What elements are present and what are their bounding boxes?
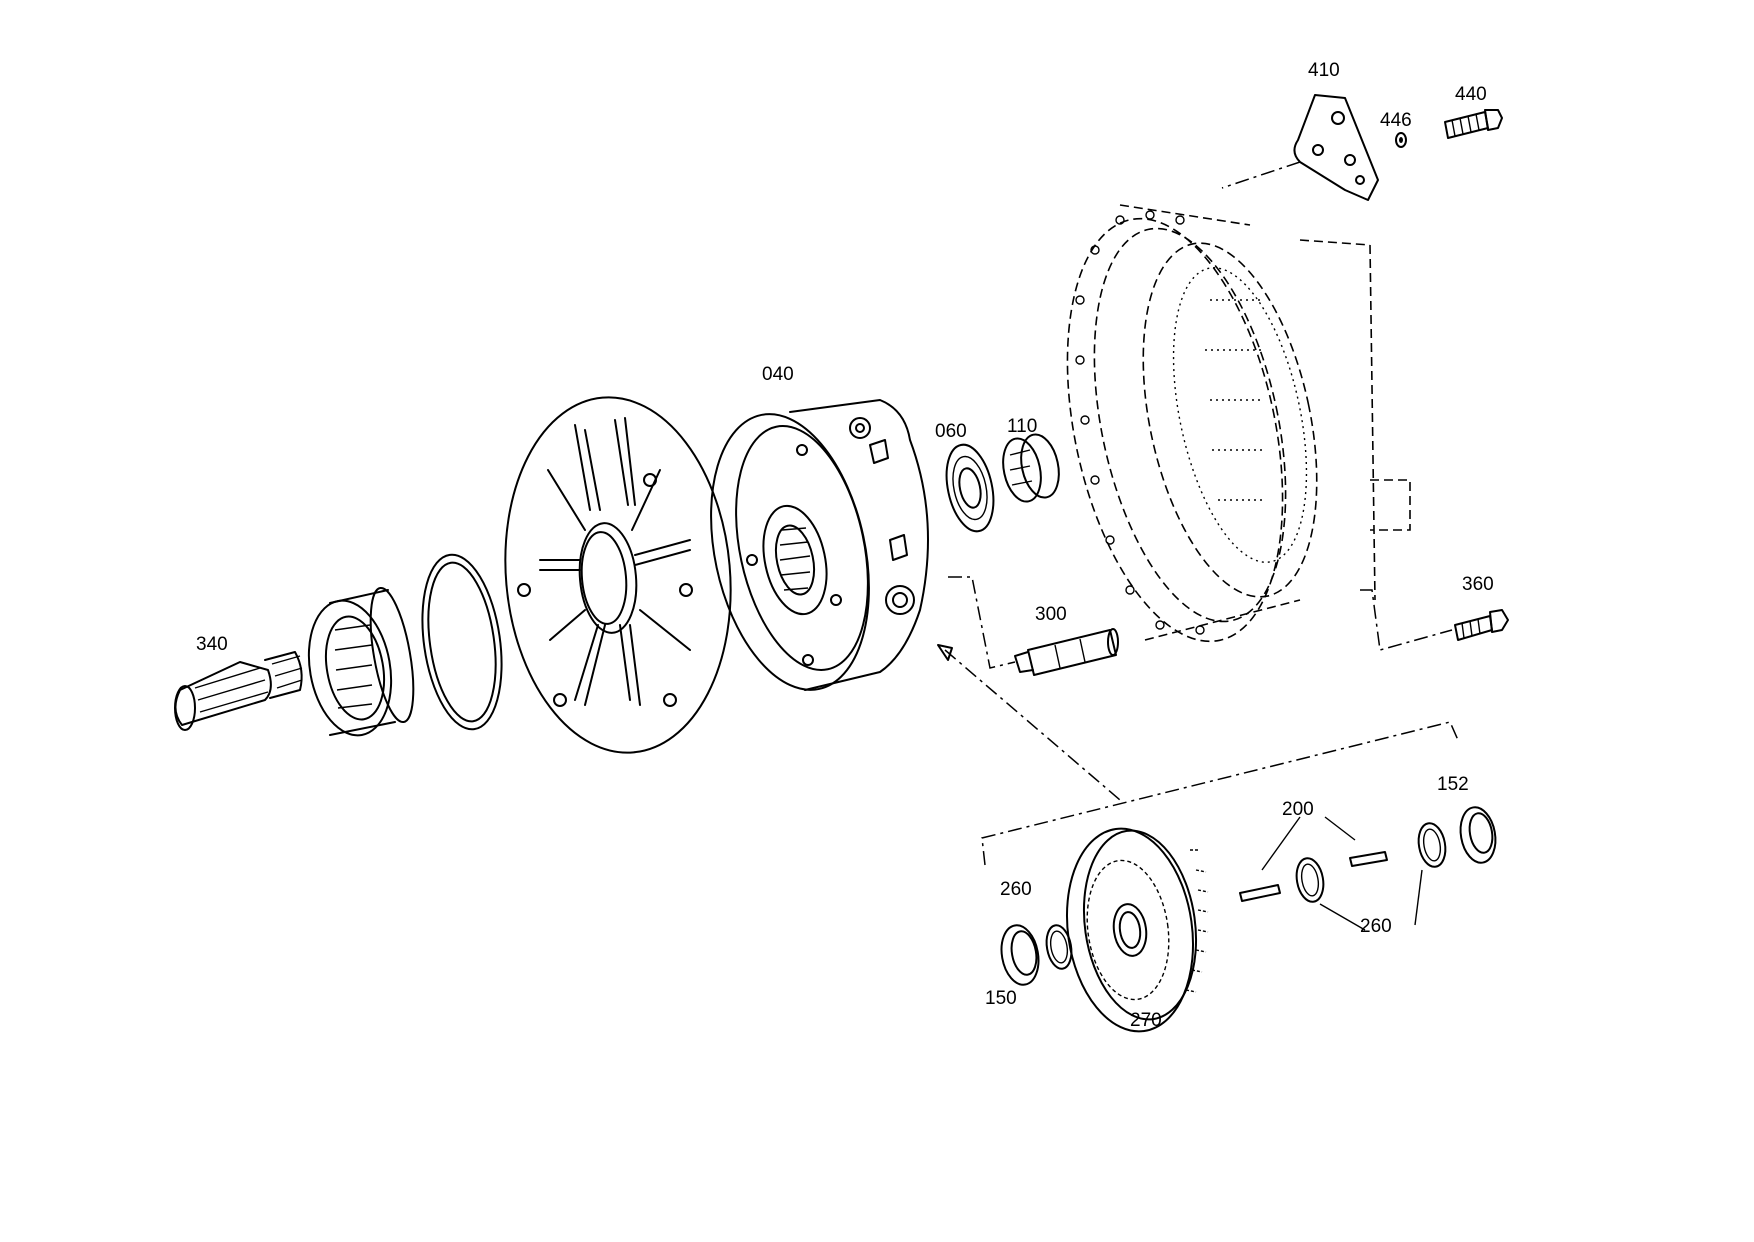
label-110: 110 — [1007, 416, 1037, 437]
bearing-110 — [1002, 433, 1060, 503]
bolt-360 — [1454, 609, 1509, 641]
label-260-left: 260 — [1000, 879, 1032, 900]
label-pointers — [1261, 816, 1423, 931]
thrust-washer-152 — [1459, 806, 1497, 864]
label-150: 150 — [985, 988, 1017, 1009]
assembly-leader-lines — [937, 161, 1459, 866]
label-410: 410 — [1308, 60, 1340, 81]
snap-ring — [421, 553, 503, 731]
disc-slots — [539, 417, 691, 706]
housing-outline — [1066, 204, 1411, 643]
shim-260-right-a — [1295, 857, 1325, 903]
bolt-440 — [1444, 109, 1503, 139]
pins-200 — [1239, 851, 1388, 902]
pin-300 — [1014, 628, 1119, 676]
label-300: 300 — [1035, 604, 1067, 625]
thrust-washer-150 — [1000, 924, 1040, 986]
label-260-right: 260 — [1360, 916, 1392, 937]
friction-disc — [504, 396, 732, 754]
washer-446 — [1395, 132, 1407, 148]
label-360: 360 — [1462, 574, 1494, 595]
disc-holes — [517, 473, 693, 707]
label-446: 446 — [1380, 110, 1412, 131]
label-152: 152 — [1437, 774, 1469, 795]
label-040: 040 — [762, 364, 794, 385]
label-060: 060 — [935, 421, 967, 442]
bearing-060 — [945, 443, 995, 533]
bracket-plate-410 — [1293, 94, 1379, 201]
label-440: 440 — [1455, 84, 1487, 105]
label-340: 340 — [196, 634, 228, 655]
part-labels: 040 060 110 300 340 360 410 446 440 152 … — [196, 60, 1494, 1031]
label-270: 270 — [1130, 1010, 1162, 1031]
carrier-housing-040 — [710, 399, 929, 691]
label-200: 200 — [1282, 799, 1314, 820]
roller-bearing-left — [307, 586, 415, 737]
shim-260-left — [1045, 924, 1073, 970]
pinion-shaft-340 — [174, 651, 303, 731]
housing-bolt-holes — [1075, 210, 1205, 635]
shim-260-right-b — [1417, 822, 1447, 868]
gear-270 — [1065, 827, 1209, 1033]
